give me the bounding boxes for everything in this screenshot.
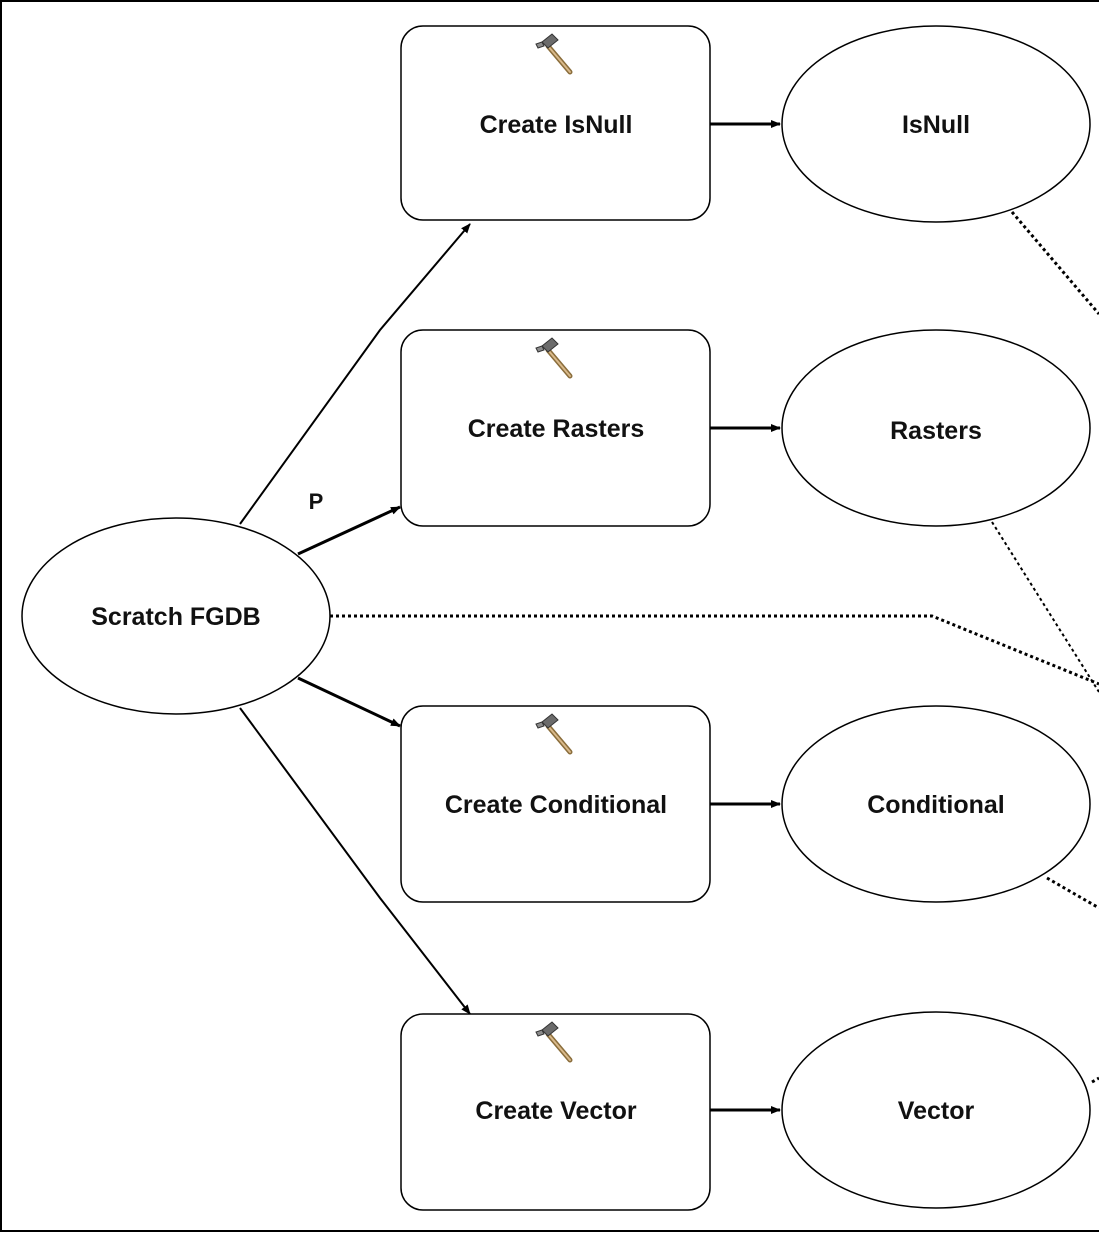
node-scratch-fgdb-label: Scratch FGDB [91, 603, 260, 631]
node-vector-label: Vector [898, 1097, 975, 1125]
dotted-connector-rasters [991, 521, 1099, 693]
dotted-connector-conditional [1046, 876, 1099, 910]
tool-create-isnull[interactable]: Create IsNull [400, 25, 711, 221]
arrow-scratch-to-create-isnull [239, 223, 471, 525]
node-rasters[interactable]: Rasters [781, 329, 1091, 527]
node-vector[interactable]: Vector [781, 1011, 1091, 1209]
dotted-connector-isnull [1010, 211, 1099, 315]
arrow-scratch-to-create-rasters [297, 505, 401, 556]
node-conditional[interactable]: Conditional [781, 705, 1091, 903]
tool-create-isnull-label: Create IsNull [480, 111, 633, 139]
dotted-connector-vector [1091, 1076, 1099, 1084]
node-conditional-label: Conditional [867, 791, 1004, 819]
node-isnull[interactable]: IsNull [781, 25, 1091, 223]
node-isnull-label: IsNull [902, 111, 970, 139]
node-rasters-label: Rasters [890, 417, 982, 445]
tool-create-conditional-label: Create Conditional [445, 791, 667, 819]
tool-create-rasters[interactable]: Create Rasters [400, 329, 711, 527]
precondition-label: P [309, 489, 324, 514]
tool-create-conditional[interactable]: Create Conditional [400, 705, 711, 903]
tool-create-rasters-label: Create Rasters [468, 415, 645, 443]
node-scratch-fgdb[interactable]: Scratch FGDB [21, 517, 331, 715]
tool-create-vector-label: Create Vector [475, 1097, 636, 1125]
dotted-connector-scratch [330, 614, 1099, 686]
arrow-scratch-to-create-vector [239, 707, 471, 1015]
arrow-scratch-to-create-conditional [297, 676, 401, 728]
tool-create-vector[interactable]: Create Vector [400, 1013, 711, 1211]
